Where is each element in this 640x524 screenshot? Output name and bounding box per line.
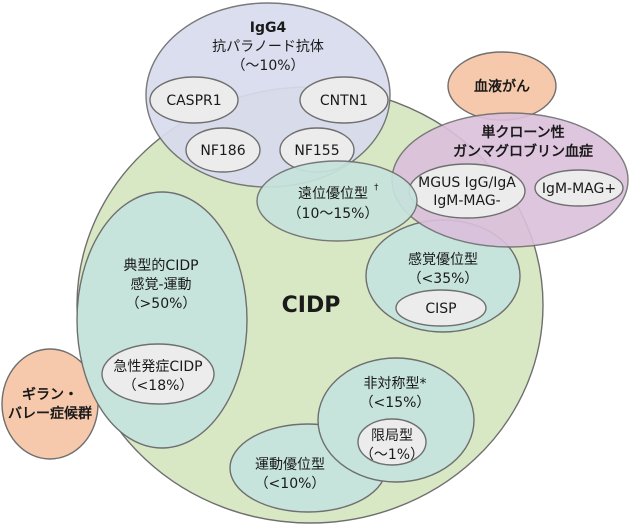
igg4-title: IgG4	[250, 20, 287, 36]
blood-cancer-label: 血液がん	[474, 78, 530, 95]
sensory-label: 感覚優位型	[408, 251, 478, 268]
asymmetric-percent: （<15%）	[360, 395, 431, 411]
mgus-label: MGUS IgG/IgA	[418, 175, 516, 191]
distal-ellipse	[256, 160, 418, 242]
igg4-percent: （～10%）	[231, 58, 304, 74]
nf186-ellipse	[185, 127, 261, 173]
cisp-label: CISP	[425, 301, 456, 317]
acute-onset-percent: （<18%）	[123, 378, 194, 394]
cisp-ellipse	[395, 289, 487, 327]
typical-cidp-sub: 感覚-運動	[130, 276, 191, 293]
mgus-ellipse	[408, 163, 526, 219]
distal-dagger: †	[374, 183, 379, 193]
gbs-label: ギラン・	[22, 386, 78, 403]
igm-mag-label: IgM-MAG+	[542, 181, 616, 197]
asymmetric-label: 非対称型*	[364, 376, 427, 392]
motor-label: 運動優位型	[255, 457, 325, 473]
acute-onset-label: 急性発症CIDP	[113, 359, 202, 375]
mgus-label-2: IgM-MAG-	[433, 193, 500, 209]
focal-percent: （～1%）	[360, 447, 424, 463]
monoclonal-subtitle: ガンマグロブリン血症	[453, 143, 593, 160]
igg4-subtitle: 抗パラノード抗体	[212, 39, 324, 55]
motor-percent: （<10%）	[255, 476, 326, 492]
monoclonal-title: 単クローン性	[481, 124, 564, 141]
caspr1-ellipse	[149, 76, 239, 124]
typical-cidp-ellipse	[76, 191, 248, 449]
distal-percent: （10～15%）	[288, 206, 379, 222]
cntn1-label: CNTN1	[320, 93, 368, 109]
gbs-label-2: バレー症候群	[8, 405, 92, 422]
nf186-label: NF186	[200, 143, 245, 159]
nf155-label: NF155	[294, 143, 339, 159]
typical-cidp-percent: （>50%）	[126, 296, 197, 312]
caspr1-label: CASPR1	[166, 93, 221, 109]
cidp-label: CIDP	[282, 293, 341, 318]
sensory-percent: （<35%）	[408, 271, 479, 287]
cntn1-ellipse	[299, 76, 389, 124]
acute-onset-ellipse	[101, 343, 215, 405]
focal-label: 限局型	[371, 428, 413, 444]
igm-mag-ellipse	[534, 169, 624, 207]
distal-label: 遠位優位型	[298, 186, 368, 202]
focal-ellipse	[357, 418, 427, 466]
typical-cidp-label: 典型的CIDP	[123, 258, 198, 274]
